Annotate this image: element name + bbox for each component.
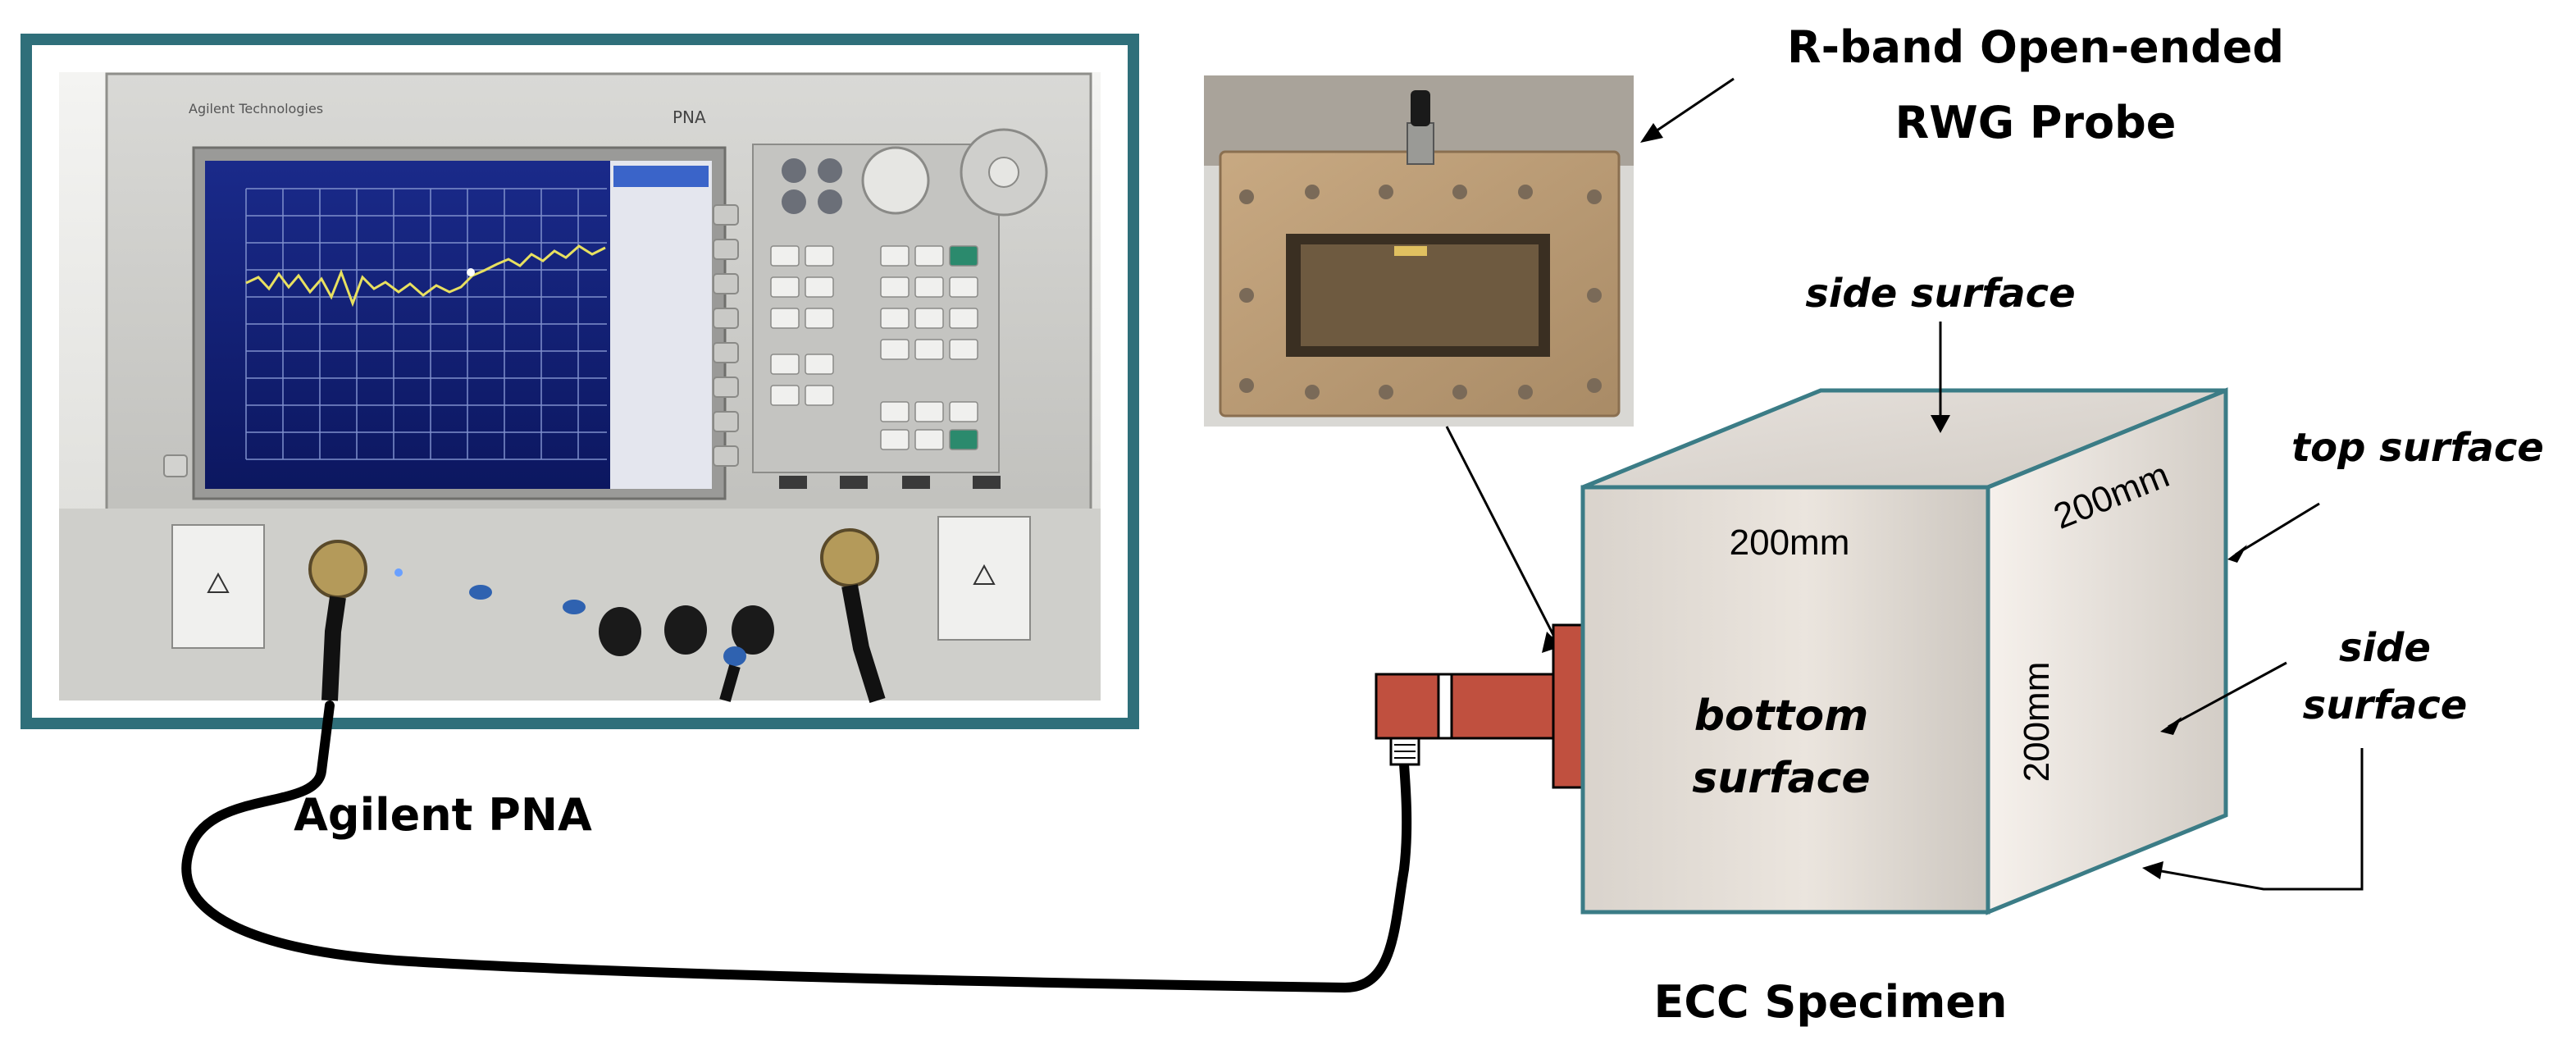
- pna-screen-grid: [245, 188, 607, 460]
- probe-connector-thread: [1394, 744, 1416, 759]
- label-ecc-specimen: ECC Specimen: [1654, 976, 2008, 1028]
- label-side-surface-top: side surface: [1805, 271, 2075, 317]
- label-dim-front-top: 200mm: [1730, 522, 1850, 563]
- pna-trace: [245, 244, 606, 308]
- pna-small-connectors: [469, 585, 746, 666]
- pna-power-button: [163, 454, 188, 477]
- probe-link-line: [1445, 426, 1557, 639]
- probe-bolts: [1239, 185, 1602, 399]
- probe-flange-schematic: [1552, 623, 1584, 789]
- label-bottom-surface-1: bottom: [1694, 691, 1869, 741]
- probe-aperture-inner: [1301, 244, 1539, 346]
- coax-cable: [181, 700, 1412, 993]
- label-probe-line2: RWG Probe: [1895, 97, 2177, 148]
- arrowheads: [1640, 123, 2247, 879]
- label-side-surface-right-1: side: [2339, 625, 2431, 671]
- label-agilent-pna: Agilent PNA: [294, 789, 592, 841]
- probe-feed-pin: [1394, 246, 1427, 256]
- pna-test-port-2: [820, 528, 879, 587]
- pna-marker: [467, 268, 475, 276]
- probe-sma-cap: [1411, 90, 1430, 126]
- pna-softkey-header: [613, 166, 709, 187]
- probe-schematic: [1375, 623, 1584, 789]
- probe-body-gap: [1437, 673, 1453, 740]
- label-dim-front-vertical: 200mm: [2017, 662, 2057, 783]
- pna-extra-cable: [719, 664, 741, 702]
- pna-port-module-left: [171, 524, 265, 649]
- pna-caps: [599, 605, 774, 656]
- label-bottom-surface-2: surface: [1692, 754, 1870, 803]
- side-surface-right-arrow: [2168, 661, 2287, 728]
- probe-body-right: [1450, 673, 1555, 740]
- pna-knob: [861, 146, 930, 215]
- pna-brand-text: Agilent Technologies: [189, 101, 323, 116]
- pna-screen: [205, 161, 610, 489]
- pna-port2-cable: [841, 584, 886, 703]
- probe-label-arrow: [1648, 77, 1735, 138]
- label-side-surface-right-2: surface: [2303, 682, 2468, 728]
- pna-model-text: PNA: [672, 107, 706, 127]
- probe-photo: [1204, 75, 1634, 427]
- pna-nav-center: [988, 157, 1019, 188]
- label-top-surface: top surface: [2291, 425, 2544, 471]
- pna-port-module-right: [937, 516, 1031, 641]
- pna-port1-cable: [321, 596, 346, 701]
- pna-warning-icon-right: [973, 564, 996, 585]
- pna-warning-icon-left: [207, 572, 230, 593]
- pna-hardkeys: [782, 158, 842, 214]
- ecc-specimen-cube: [1580, 387, 2228, 915]
- pna-softkey-panel: [610, 161, 712, 489]
- bottom-face-arrow-path: [2151, 748, 2364, 891]
- pna-port-led: [394, 568, 403, 577]
- probe-body-left: [1375, 673, 1440, 740]
- probe-sma-connector: [1407, 122, 1434, 165]
- pna-test-port-1: [308, 540, 367, 599]
- label-probe-line1: R-band Open-ended: [1787, 21, 2284, 73]
- pna-photo: Agilent Technologies PNA: [21, 34, 1139, 729]
- annotation-arrows: [1648, 77, 2364, 891]
- top-surface-arrow: [2235, 502, 2320, 556]
- pna-usb-ports: [779, 476, 1001, 489]
- pna-softkeys: [713, 204, 739, 467]
- cube-front-face: [1580, 485, 1990, 915]
- pna-number-keys: [770, 245, 978, 450]
